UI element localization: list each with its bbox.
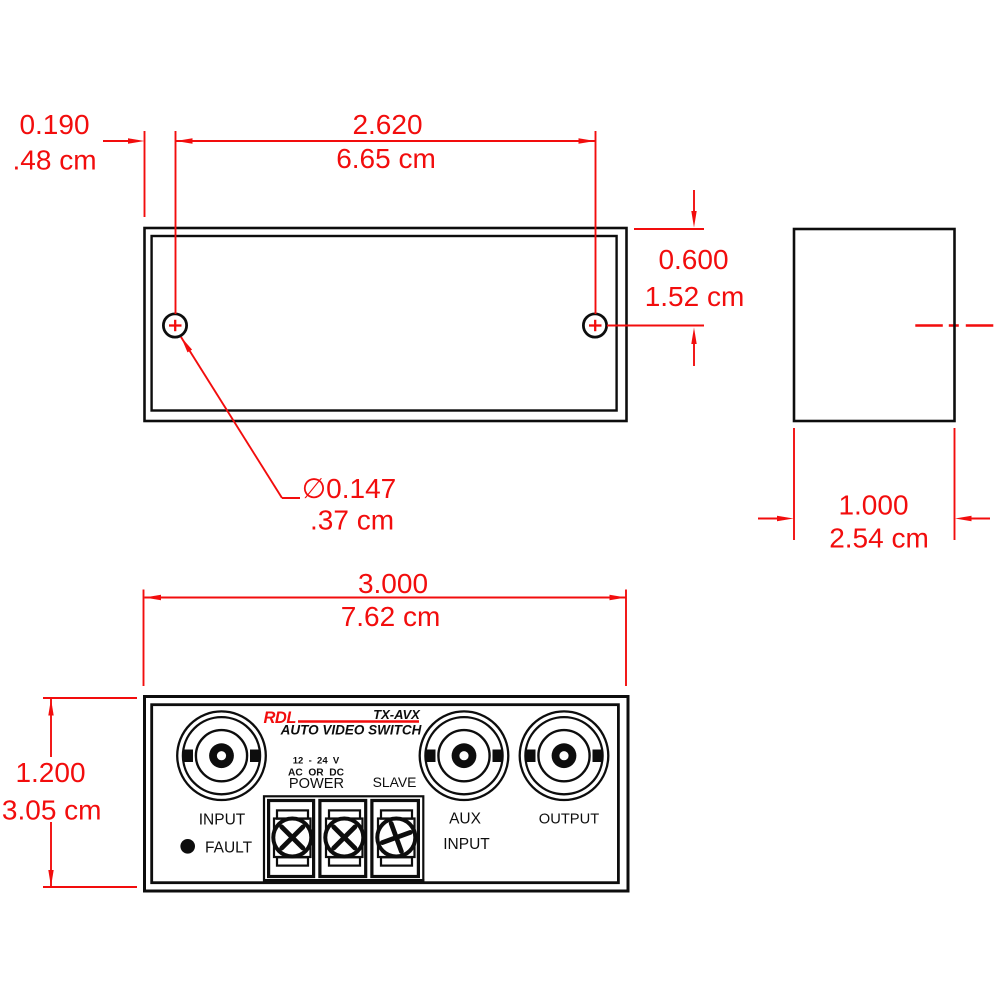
svg-text:1.52 cm: 1.52 cm	[645, 281, 745, 312]
svg-text:SLAVE: SLAVE	[373, 774, 417, 790]
svg-text:0.190: 0.190	[19, 109, 89, 140]
svg-text:INPUT: INPUT	[443, 836, 490, 853]
svg-text:AC OR DC: AC OR DC	[288, 768, 345, 779]
svg-text:INPUT: INPUT	[199, 812, 246, 829]
svg-text:∅0.147: ∅0.147	[302, 473, 396, 504]
svg-text:OUTPUT: OUTPUT	[539, 812, 599, 828]
svg-text:7.62 cm: 7.62 cm	[341, 601, 441, 632]
svg-text:3.05 cm: 3.05 cm	[2, 795, 102, 826]
svg-text:6.65 cm: 6.65 cm	[336, 143, 436, 174]
svg-text:3.000: 3.000	[358, 568, 428, 599]
svg-text:1.000: 1.000	[838, 490, 908, 521]
svg-text:2.620: 2.620	[352, 109, 422, 140]
svg-text:.37 cm: .37 cm	[310, 505, 394, 536]
svg-text:12 - 24 V: 12 - 24 V	[293, 756, 340, 767]
svg-text:FAULT: FAULT	[205, 840, 253, 857]
svg-text:2.54 cm: 2.54 cm	[829, 523, 929, 554]
svg-text:POWER: POWER	[289, 776, 344, 792]
svg-text:AUTO VIDEO SWITCH: AUTO VIDEO SWITCH	[280, 723, 422, 738]
svg-text:TX-AVX: TX-AVX	[373, 707, 421, 722]
svg-text:1.200: 1.200	[15, 757, 85, 788]
svg-text:RDL: RDL	[264, 709, 297, 727]
svg-text:0.600: 0.600	[658, 244, 728, 275]
svg-text:AUX: AUX	[449, 811, 482, 828]
svg-text:.48 cm: .48 cm	[12, 145, 96, 176]
